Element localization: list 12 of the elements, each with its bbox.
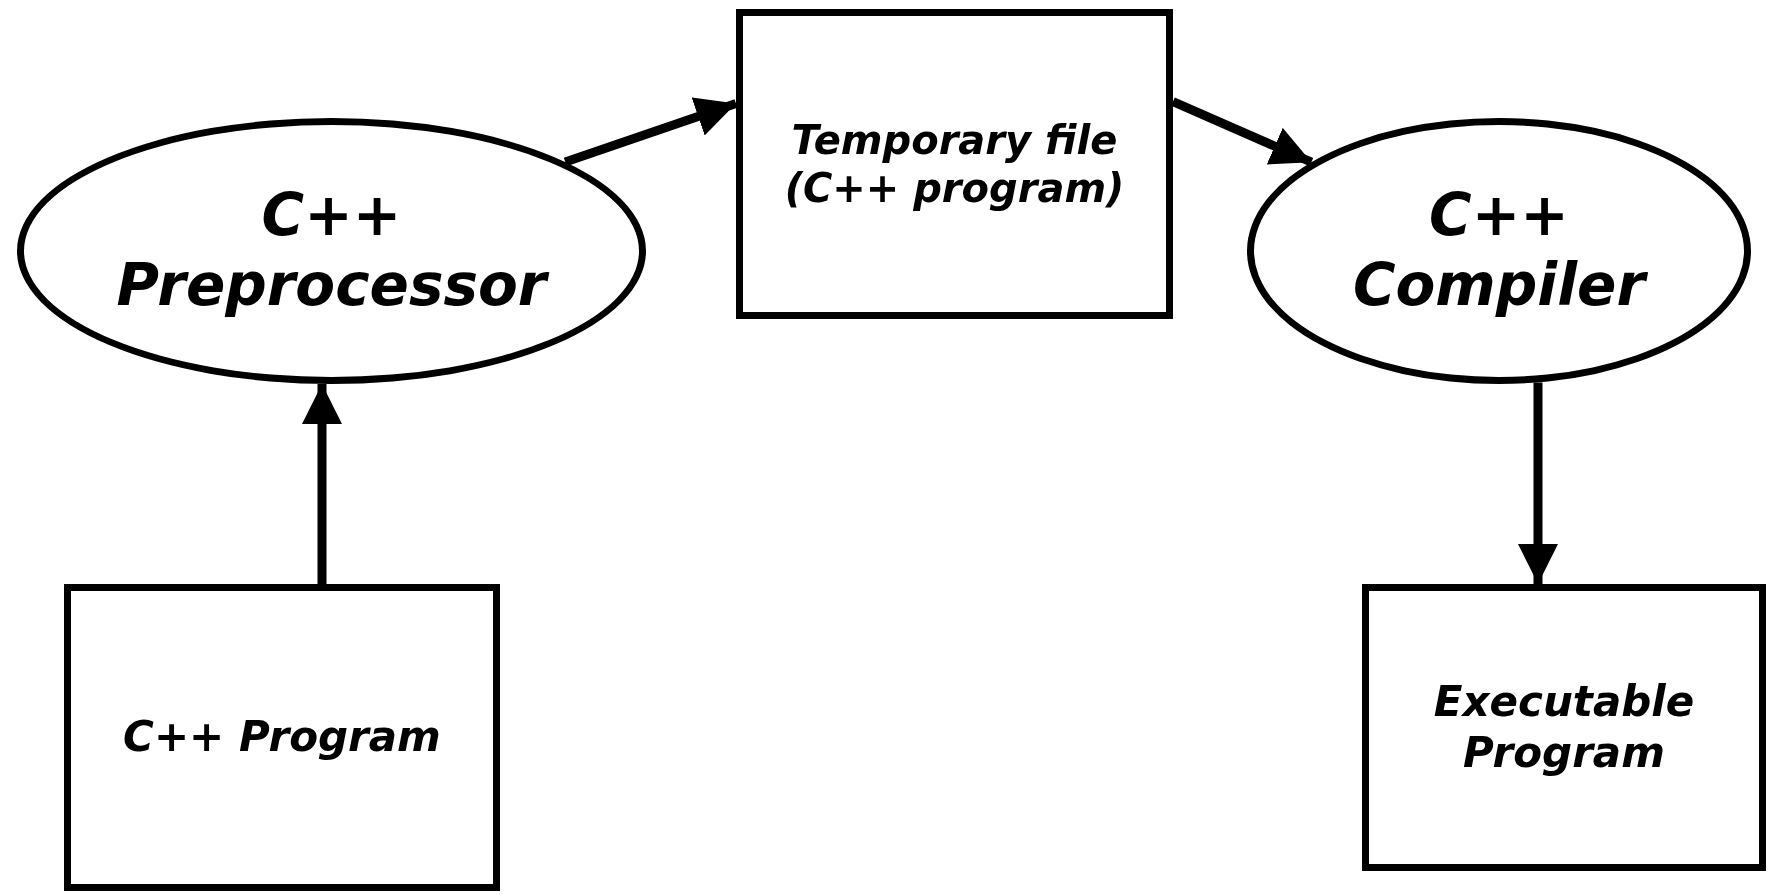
arrow [1171, 97, 1314, 167]
node-label: Temporary file (C++ program) [783, 116, 1126, 212]
arrow [1518, 382, 1558, 584]
process-box [1362, 584, 1766, 871]
node-label: C++ Preprocessor [101, 181, 562, 321]
node-label: Executable Program [1432, 677, 1696, 778]
node-label: C++ Compiler [1351, 181, 1649, 321]
node-label: C++ Program [123, 712, 441, 763]
arrow [302, 383, 342, 584]
arrow [563, 97, 738, 167]
process-box [64, 584, 500, 891]
process-box [736, 9, 1173, 319]
